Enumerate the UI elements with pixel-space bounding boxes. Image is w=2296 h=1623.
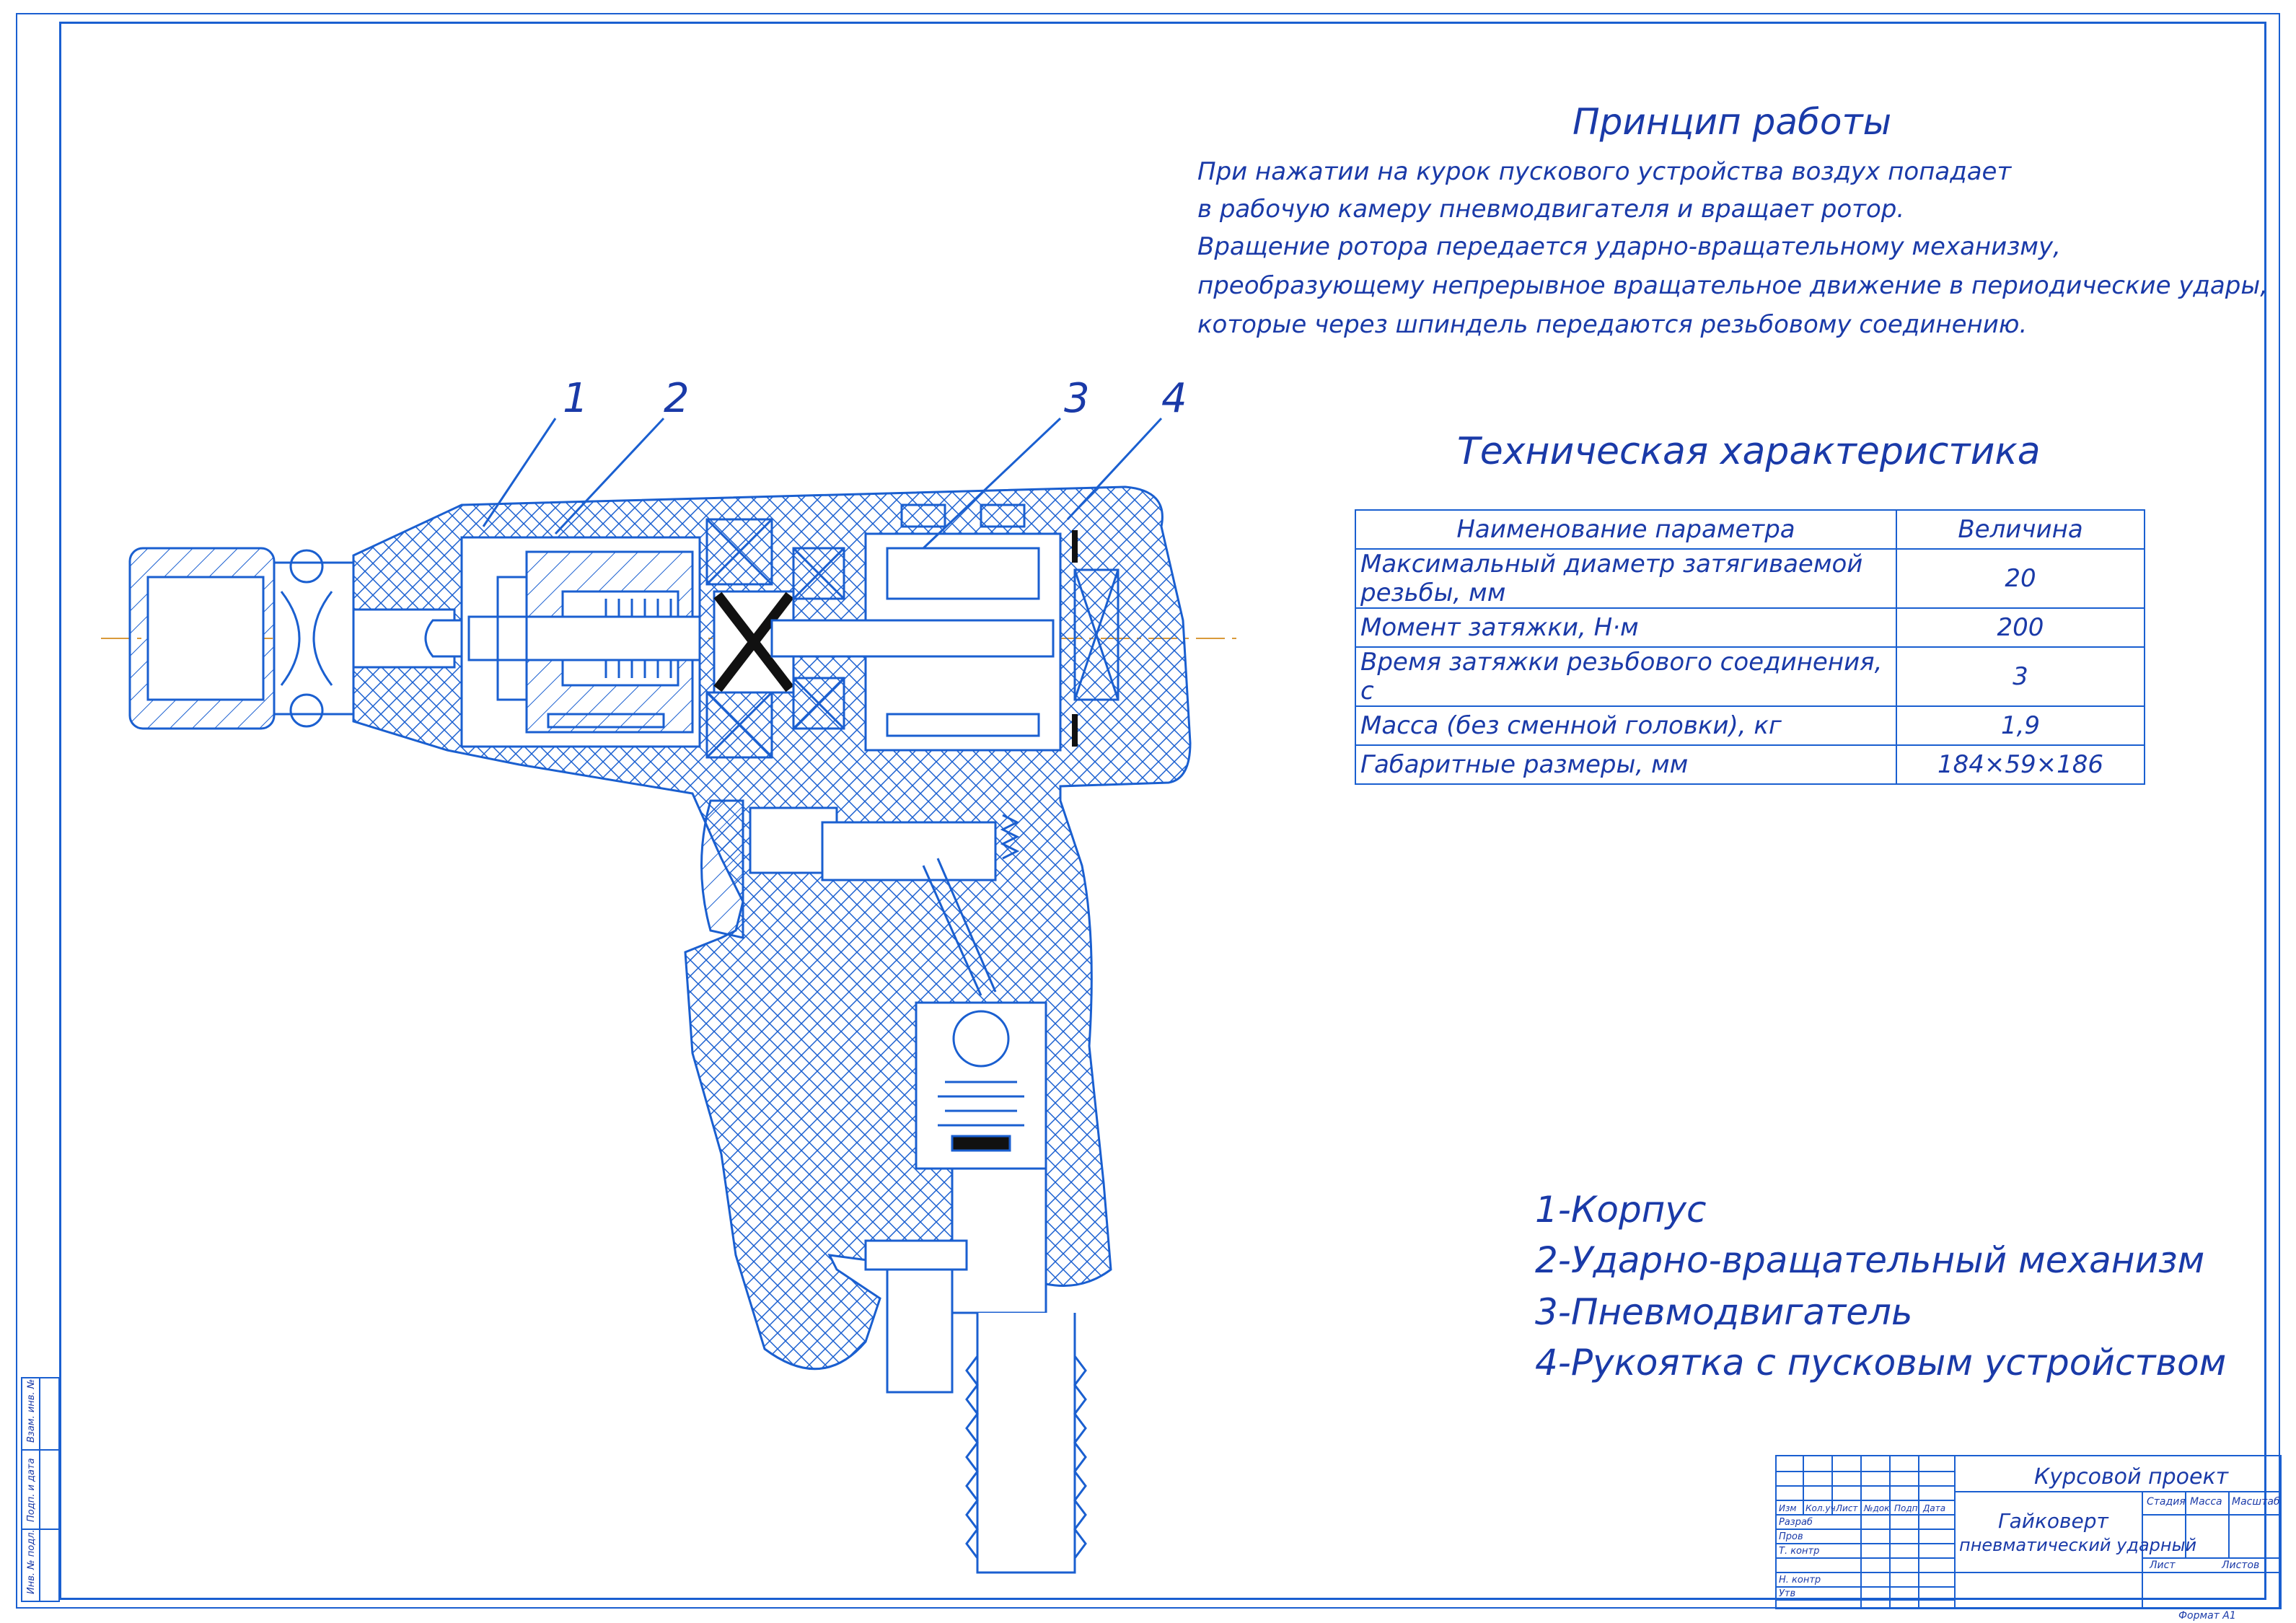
air-channel [922, 858, 997, 996]
retaining-ball [289, 549, 324, 584]
spec-header-row: Наименование параметра Величина [1355, 509, 2145, 550]
title-block-sheets-label: Листов [2222, 1560, 2260, 1571]
spec-param-name: Максимальный диаметр затягиваемой резьбы… [1355, 548, 1897, 609]
side-stamp-label: Инв. № подл. [26, 1529, 37, 1594]
spec-param-value: 20 [1896, 548, 2145, 609]
principle-line: При нажатии на курок пускового устройств… [1197, 157, 2012, 186]
title-block-stage-label: Масштаб [2232, 1496, 2280, 1508]
title-block-row-label: Н. контр [1779, 1575, 1821, 1585]
retaining-ball [289, 693, 324, 728]
spec-header-value: Величина [1896, 509, 2145, 550]
side-stamp-label: Подп. и дата [26, 1458, 37, 1522]
spec-param-value: 200 [1896, 607, 2145, 648]
principle-title: Принцип работы [1573, 101, 1892, 143]
title-block-sheet-label: Лист [2150, 1560, 2176, 1571]
spec-param-name: Масса (без сменной головки), кг [1355, 705, 1897, 746]
principle-line: Вращение ротора передается ударно-вращат… [1197, 232, 2061, 261]
spec-param-name: Момент затяжки, Н·м [1355, 607, 1897, 648]
callout-number: 2 [664, 375, 690, 422]
spec-row: Габаритные размеры, мм 184×59×186 [1355, 744, 2145, 785]
callout-leader [1066, 417, 1163, 521]
spec-param-value: 3 [1896, 646, 2145, 707]
title-block-name: Гайковерт [1998, 1509, 2108, 1533]
rear-bearings [1072, 530, 1120, 747]
title-block-col: Изм [1779, 1503, 1797, 1513]
legend-item: 4-Рукоятка с пусковым устройством [1535, 1342, 2227, 1384]
callout-number: 1 [563, 375, 589, 422]
title-block-col: Подп [1894, 1503, 1918, 1513]
title-block-stage-label: Масса [2190, 1496, 2222, 1508]
spec-title: Техническая характеристика [1457, 430, 2041, 473]
callout-number: 4 [1161, 375, 1187, 422]
spec-param-name: Габаритные размеры, мм [1355, 744, 1897, 785]
valve-ball [952, 1010, 1010, 1068]
front-bearings [705, 518, 845, 759]
title-block-col: Дата [1923, 1503, 1946, 1513]
sheet-inner-frame [59, 22, 2266, 1600]
title-block-name-sub: пневматический ударный [1959, 1535, 2197, 1555]
principle-line: преобразующему непрерывное вращательное … [1197, 271, 2268, 300]
legend-item: 3-Пневмодвигатель [1535, 1291, 1913, 1333]
title-block-row-label: Утв [1779, 1588, 1796, 1599]
hose-nipple [965, 1313, 1087, 1574]
trigger [700, 799, 744, 939]
spec-param-value: 1,9 [1896, 705, 2145, 746]
spec-header-name: Наименование параметра [1355, 509, 1897, 550]
spec-table: Наименование параметра Величина Максимал… [1355, 509, 2145, 785]
title-block-grid [21, 1377, 2282, 1609]
title-block-row-label: Пров [1779, 1531, 1803, 1542]
principle-line: в рабочую камеру пневмодвигателя и враща… [1197, 195, 1905, 224]
title-block-row-label: Разраб [1779, 1517, 1813, 1528]
legend-item: 2-Ударно-вращательный механизм [1535, 1239, 2205, 1281]
title-block-stage-label: Стадия [2147, 1496, 2186, 1508]
spec-param-name: Время затяжки резьбового соединения, с [1355, 646, 1897, 707]
callout-number: 3 [1064, 375, 1090, 422]
principle-line: которые через шпиндель передаются резьбо… [1197, 310, 2028, 339]
callout-leader [482, 418, 557, 527]
spec-row: Масса (без сменной головки), кг 1,9 [1355, 705, 2145, 746]
sheet-format: Формат А1 [2178, 1610, 2236, 1622]
side-stamp-label: Взам. инв. № [26, 1378, 37, 1443]
title-block-col: №док [1864, 1503, 1890, 1513]
callout-leader [922, 417, 1062, 550]
legend-item: 1-Корпус [1535, 1189, 1707, 1231]
spec-row: Момент затяжки, Н·м 200 [1355, 607, 2145, 648]
title-block-row-label: Т. контр [1779, 1546, 1820, 1557]
hose-fitting [951, 1167, 1047, 1314]
title-block-project: Курсовой проект [2034, 1464, 2229, 1490]
spec-row: Максимальный диаметр затягиваемой резьбы… [1355, 548, 2145, 609]
callout-leader [554, 417, 665, 535]
title-block-col: Кол.уч [1805, 1503, 1836, 1513]
sheet-outer-frame [16, 13, 2280, 1609]
title-block-col: Лист [1836, 1503, 1858, 1513]
spec-row: Время затяжки резьбового соединения, с 3 [1355, 646, 2145, 707]
spec-param-value: 184×59×186 [1896, 744, 2145, 785]
